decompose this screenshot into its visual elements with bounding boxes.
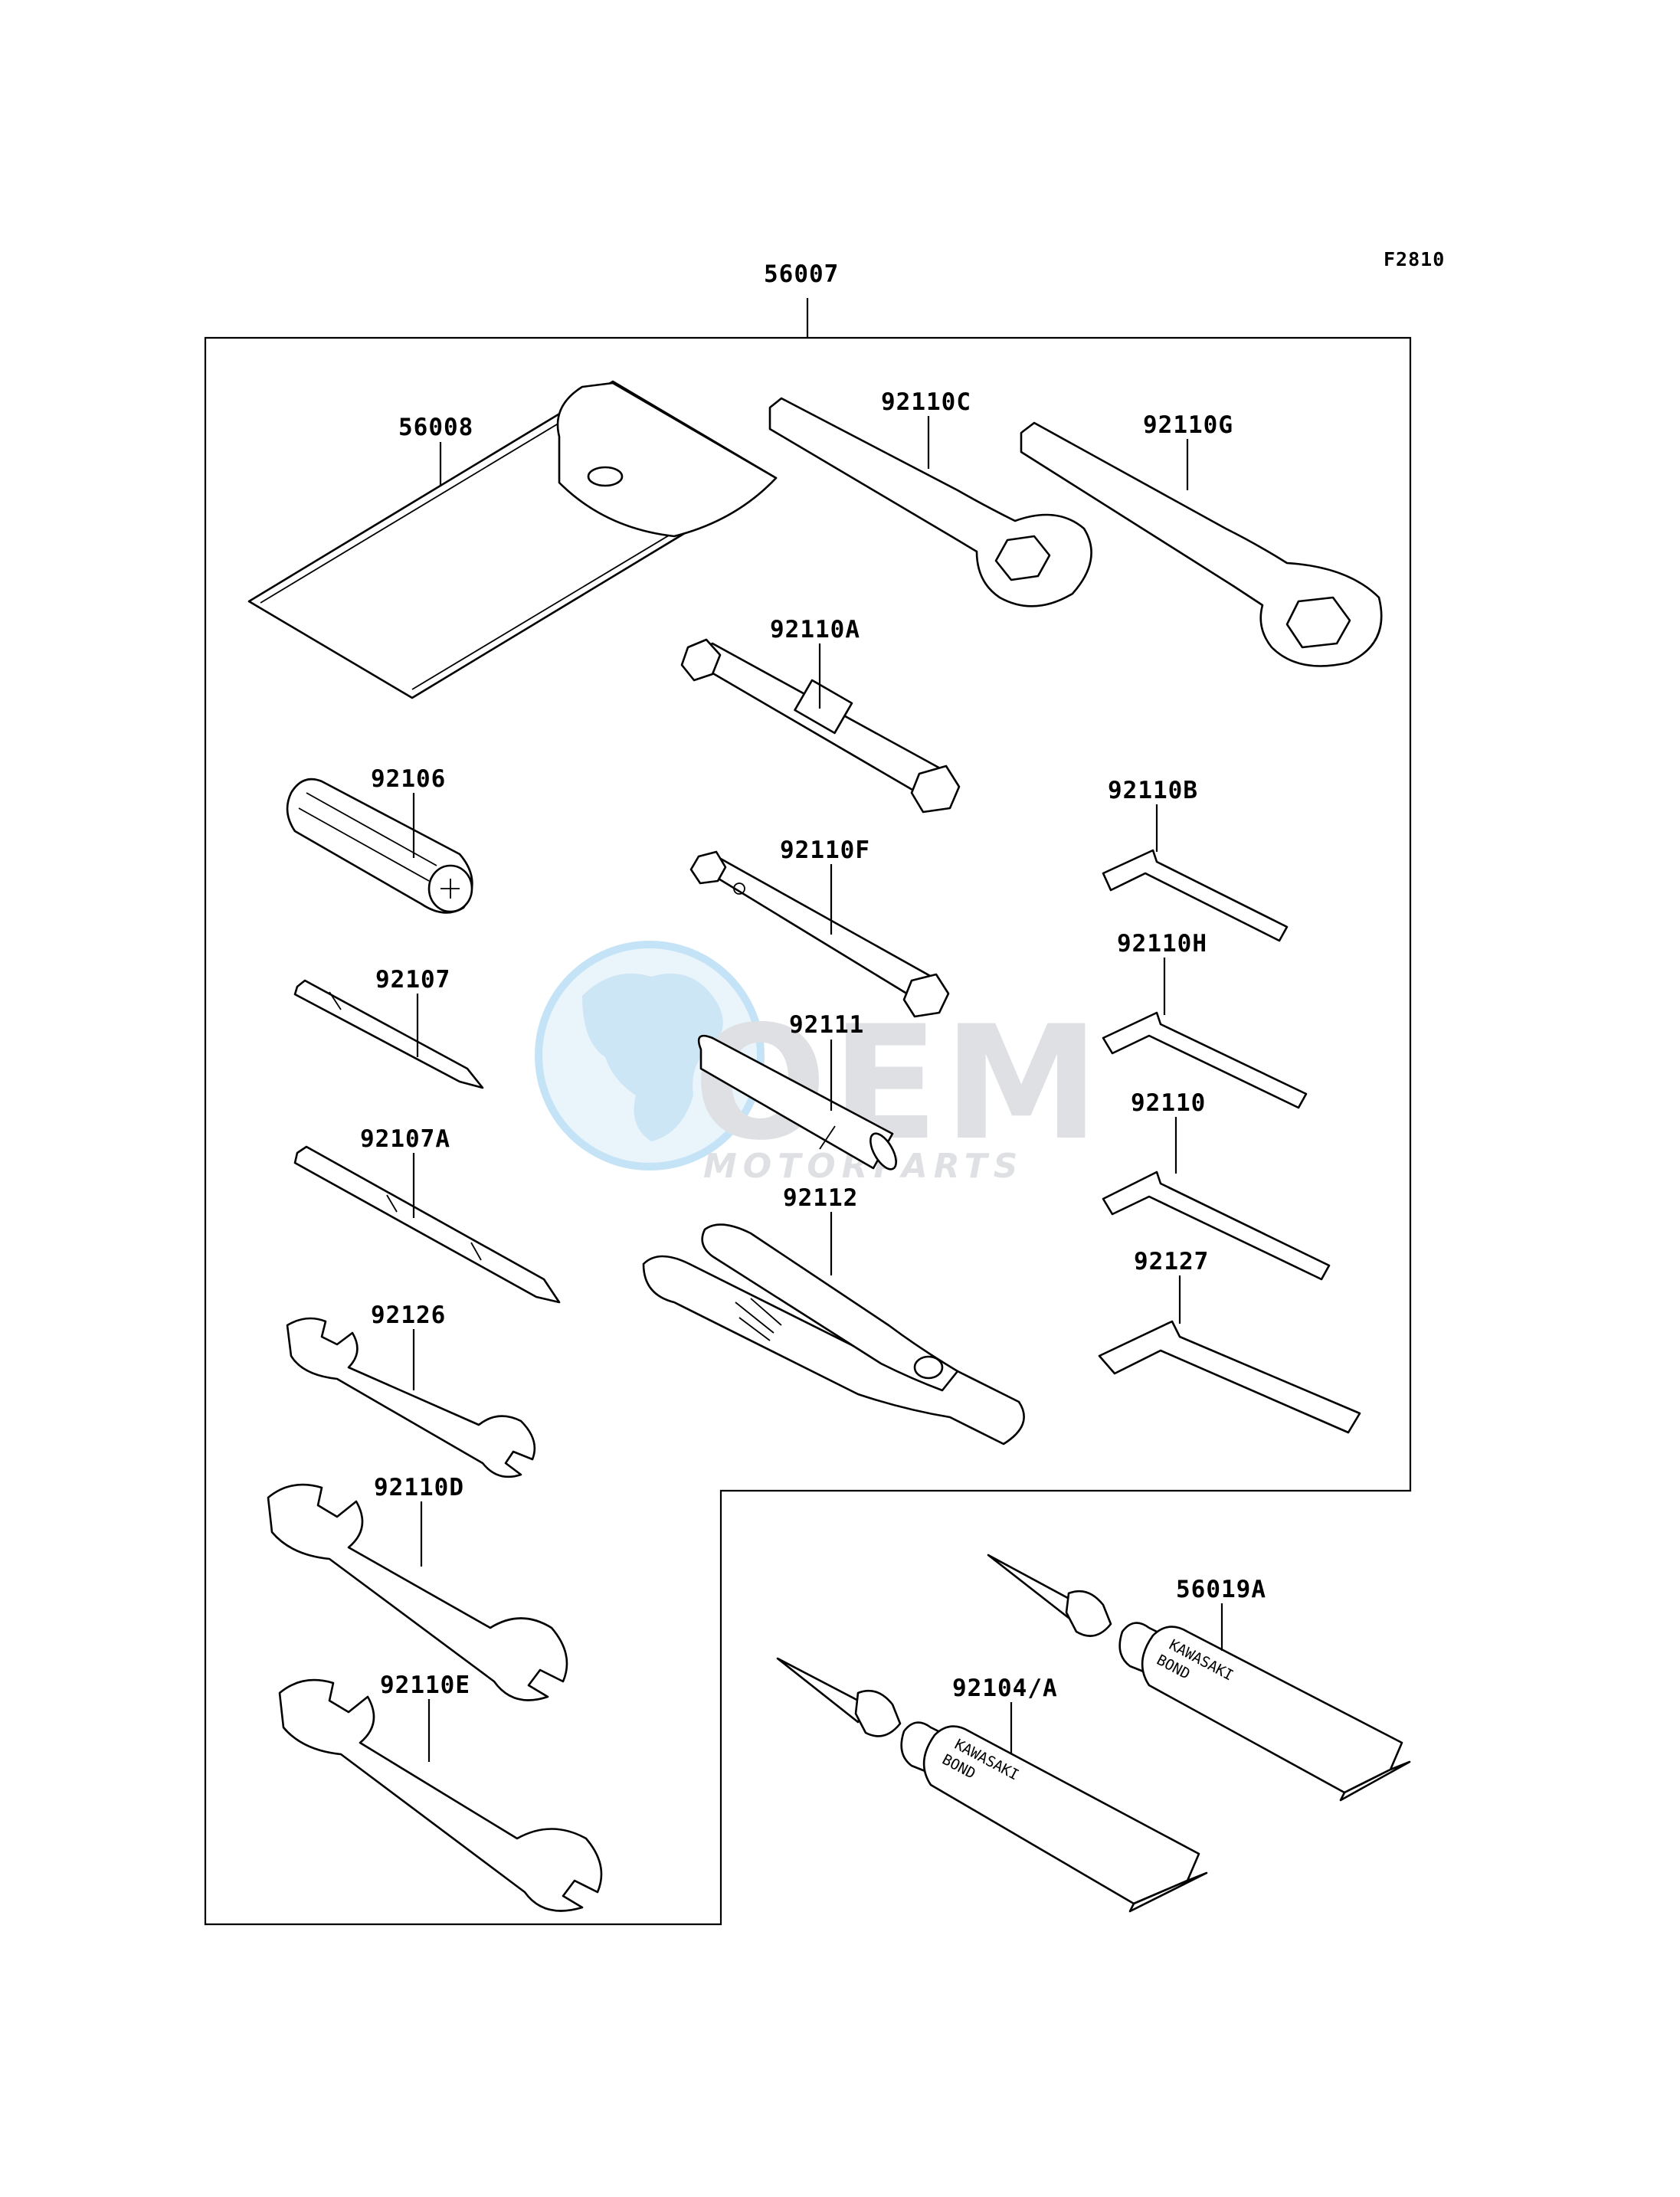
watermark-globe	[535, 941, 765, 1171]
label-92110B: 92110B	[1108, 777, 1198, 804]
box-spanner-92110A: 92110A	[680, 616, 961, 814]
label-92107: 92107	[375, 966, 450, 994]
hex-key-92110: 92110	[1102, 1089, 1331, 1281]
tool-pouch-56008: 56008	[247, 380, 778, 699]
spanner-92126: 92126	[286, 1302, 536, 1478]
hex-key-92110H: 92110H	[1102, 930, 1308, 1109]
box-wrench-92110C: 92110C	[768, 388, 1092, 607]
screwdriver-handle-92106: 92106	[286, 765, 473, 914]
label-92107A: 92107A	[360, 1125, 450, 1153]
box-spanner-92110F: 92110F	[689, 837, 950, 1018]
pliers-92112: 92112	[642, 1184, 1025, 1446]
label-92111: 92111	[789, 1011, 864, 1039]
spanner-92110E: 92110E	[278, 1671, 603, 1912]
label-92110H: 92110H	[1117, 930, 1207, 958]
screwdriver-bit-92107A: 92107A	[293, 1125, 561, 1304]
label-92110D: 92110D	[374, 1474, 464, 1501]
bond-tube-92104A: KAWASAKI BOND 92104/A	[776, 1657, 1208, 1913]
label-92112: 92112	[783, 1184, 858, 1212]
label-92110A: 92110A	[770, 616, 860, 643]
bond-tube-56019A: KAWASAKI BOND 56019A	[987, 1554, 1411, 1802]
watermark-continents	[582, 973, 723, 1141]
figure-ref: F2810	[1384, 248, 1445, 270]
label-92110E: 92110E	[380, 1671, 470, 1699]
label-group-56007: 56007	[764, 260, 839, 288]
screwdriver-bit-92107: 92107	[293, 966, 484, 1089]
hex-key-92110B: 92110B	[1102, 777, 1289, 942]
label-92106: 92106	[371, 765, 446, 793]
label-56019A: 56019A	[1176, 1576, 1266, 1603]
label-56008: 56008	[398, 414, 473, 441]
watermark: OEM MOTORPARTS	[535, 941, 1099, 1186]
box-wrench-92110G: 92110G	[1020, 411, 1383, 667]
hex-key-92127: 92127	[1098, 1248, 1361, 1434]
spanner-92110D: 92110D	[267, 1474, 568, 1701]
label-92104A: 92104/A	[952, 1675, 1058, 1702]
label-92127: 92127	[1134, 1248, 1209, 1275]
label-92110: 92110	[1131, 1089, 1206, 1117]
kit-frame	[204, 298, 1412, 1926]
label-92110C: 92110C	[881, 388, 971, 416]
label-92110F: 92110F	[780, 837, 870, 864]
handle-tube-92111: 92111	[697, 1011, 897, 1171]
label-92126: 92126	[371, 1302, 446, 1329]
label-92110G: 92110G	[1143, 411, 1233, 439]
